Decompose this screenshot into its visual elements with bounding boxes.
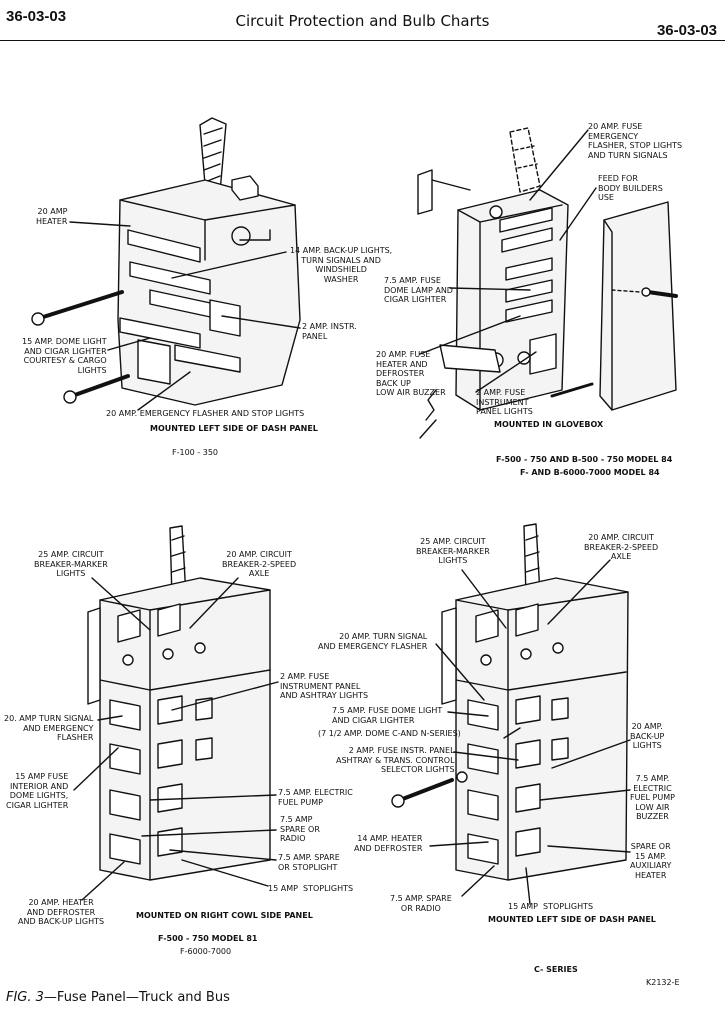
c-series-label-backup: 20 AMP. BACK-UP LIGHTS [630,722,665,750]
f500-81-label-breaker-marker: 25 AMP. CIRCUIT BREAKER-MARKER LIGHTS [34,550,108,578]
f100-label-instr: 2 AMP. INSTR. PANEL [302,322,357,341]
f500-84-model-line1: F-500 - 750 AND B-500 - 750 MODEL 84 [496,455,673,464]
f500-81-model-line1: F-500 - 750 MODEL 81 [158,934,258,943]
figure-number: FIG. 3 [6,990,44,1005]
f500-81-label-heater: 20 AMP. HEATER AND DEFROSTER AND BACK-UP… [18,898,105,926]
f500-84-label-dome: 7.5 AMP. FUSE DOME LAMP AND CIGAR LIGHTE… [384,276,453,304]
f500-81-mounted-caption: MOUNTED ON RIGHT COWL SIDE PANEL [136,911,313,920]
f500-84-label-instr: 2 AMP. FUSE INSTRUMENT PANEL LIGHTS [476,388,533,416]
f100-label-dome: 15 AMP. DOME LIGHT AND CIGAR LIGHTER COU… [22,337,107,375]
c-series-fuse-panel-drawing [391,523,631,905]
f500-81-label-stoplights: 15 AMP STOPLIGHTS [268,884,354,893]
c-series-caption: C- SERIES [534,965,578,974]
f100-label-backup: 14 AMP. BACK-UP LIGHTS, TURN SIGNALS AND… [290,246,393,284]
f500-84-label-emergency: 20 AMP. FUSE EMERGENCY FLASHER, STOP LIG… [588,122,683,160]
f100-mounted-caption: MOUNTED LEFT SIDE OF DASH PANEL [150,424,318,433]
f500-81-model-line2: F-6000-7000 [180,947,232,956]
f500-81-label-fuelpump: 7.5 AMP. ELECTRIC FUEL PUMP [278,788,353,807]
c-series-label-breaker-marker: 25 AMP. CIRCUIT BREAKER-MARKER LIGHTS [416,537,490,565]
c-series-label-breaker-2speed: 20 AMP. CIRCUIT BREAKER-2-SPEED AXLE [584,533,659,561]
c-series-label-stoplights: 15 AMP STOPLIGHTS [508,902,594,911]
f500-81-label-turn: 20. AMP TURN SIGNAL AND EMERGENCY FLASHE… [4,714,94,742]
page-title: Circuit Protection and Bulb Charts [235,12,490,30]
c-series-label-turn: 20 AMP. TURN SIGNAL AND EMERGENCY FLASHE… [318,632,428,651]
f100-fuse-panel-drawing [31,117,301,411]
f500-81-label-interior: 15 AMP FUSE INTERIOR AND DOME LIGHTS, CI… [6,772,69,810]
header-rule [0,40,725,41]
f100-model: F-100 - 350 [172,448,218,457]
c-series-label-dome: 7.5 AMP. FUSE DOME LIGHT AND CIGAR LIGHT… [332,706,443,725]
c-series-label-spare-aux: SPARE OR 15 AMP. AUXILIARY HEATER [630,842,672,880]
c-series-label-fuelpump: 7.5 AMP. ELECTRIC FUEL PUMP LOW AIR BUZZ… [630,774,675,821]
f500-81-label-spare-stop: 7.5 AMP. SPARE OR STOPLIGHT [278,853,340,872]
f500-84-mounted-caption: MOUNTED IN GLOVEBOX [494,420,604,429]
figure-caption: FIG. 3—Fuse Panel—Truck and Bus [6,990,230,1005]
f100-label-heater: 20 AMP HEATER [36,207,68,226]
c-series-label-spare-radio: 7.5 AMP. SPARE OR RADIO [390,894,452,913]
page-number-left: 36-03-03 [6,8,67,25]
c-series-label-dome-alt: (7 1/2 AMP. DOME C-AND N-SERIES) [318,729,461,738]
f100-label-emergency: 20 AMP. EMERGENCY FLASHER AND STOP LIGHT… [106,409,305,418]
figure-code: K2132-E [646,978,680,987]
f500-84-label-feed: FEED FOR BODY BUILDERS USE [598,174,663,202]
f500-81-label-spare-radio: 7.5 AMP SPARE OR RADIO [280,815,320,843]
f500-81-label-breaker-2speed: 20 AMP. CIRCUIT BREAKER-2-SPEED AXLE [222,550,297,578]
page-number-right: 36-03-03 [656,22,717,39]
f500-84-model-line2: F- AND B-6000-7000 MODEL 84 [520,468,660,477]
c-series-label-heater: 14 AMP. HEATER AND DEFROSTER [354,834,423,853]
f500-84-label-heater: 20 AMP. FUSE HEATER AND DEFROSTER BACK U… [376,350,446,397]
f500-84-fuse-panel-drawing [417,127,678,439]
c-series-mounted-caption: MOUNTED LEFT SIDE OF DASH PANEL [488,915,656,924]
f500-81-label-instr: 2 AMP. FUSE INSTRUMENT PANEL AND ASHTRAY… [280,672,369,700]
figure-title: —Fuse Panel—Truck and Bus [43,990,230,1005]
f500-81-fuse-panel-drawing [73,525,279,901]
c-series-label-instr: 2 AMP. FUSE INSTR. PANEL ASHTRAY & TRANS… [336,746,455,774]
